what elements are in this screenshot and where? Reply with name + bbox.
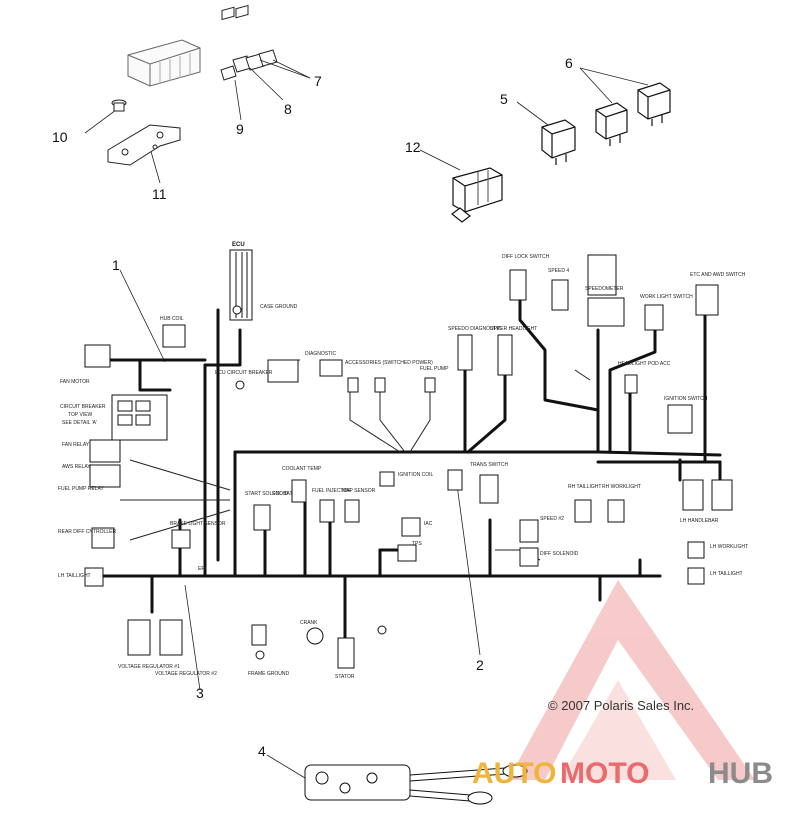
label-rh-taillight: RH TAILLIGHT [568, 484, 601, 490]
label-see-detail: SEE DETAIL 'A' [62, 420, 97, 426]
callout-1: 1 [112, 257, 120, 273]
label-coolant-temp: COOLANT TEMP [282, 466, 322, 472]
relay-12 [451, 167, 503, 223]
relay-5 [541, 119, 576, 165]
connectors [84, 249, 733, 669]
label-crank: CRANK [300, 620, 318, 626]
callout-9: 9 [236, 121, 244, 137]
callout-2: 2 [476, 657, 484, 673]
bolt [111, 99, 127, 112]
label-trans-switch: TRANS SWITCH [470, 462, 508, 468]
label-fuel-injector: FUEL INJECTOR [312, 488, 351, 494]
callout-7: 7 [314, 73, 322, 89]
callout-12: 12 [405, 139, 421, 155]
label-hub-coil: HUB COIL [160, 316, 184, 322]
label-diff-lock-switch: DIFF LOCK SWITCH [502, 254, 550, 260]
label-tps: TPS [412, 541, 422, 547]
label-fuel-pump-relay: FUEL PUMP RELAY [58, 486, 104, 492]
label-ignition-coil: IGNITION COIL [398, 472, 434, 478]
callout-3: 3 [196, 685, 204, 701]
label-ignition-switch: IGNITION SWITCH [664, 396, 708, 402]
callout-10: 10 [52, 129, 68, 145]
label-sol-bat: SOL BAT [272, 491, 293, 497]
label-work-light-switch: WORK LIGHT SWITCH [640, 294, 693, 300]
label-efi: EFI [198, 566, 206, 572]
label-rear-diff: REAR DIFF CNTROLLER [58, 529, 116, 535]
component-labels: ECU HUB COIL FAN MOTOR CIRCUIT BREAKER T… [58, 242, 748, 680]
label-voltage-regulator-2: VOLTAGE REGULATOR #2 [155, 671, 217, 677]
label-fuel-pump: FUEL PUMP [420, 366, 449, 372]
label-diff-solenoid: DIFF SOLENOID [540, 551, 579, 557]
label-fan-relay: FAN RELAY [62, 442, 90, 448]
label-speed-2: SPEED #2 [540, 516, 564, 522]
relay-6b [637, 82, 671, 126]
label-ecu: ECU [232, 242, 245, 248]
label-brake-light-sensor: BRAKE LIGHT SENSOR [170, 521, 226, 527]
label-speedometer: SPEEDOMETER [585, 286, 624, 292]
label-upper-headlight: UPPER HEADLIGHT [490, 326, 537, 332]
label-rh-worklight: RH WORKLIGHT [602, 484, 641, 490]
label-top-view: TOP VIEW [68, 412, 93, 418]
label-iac: IAC [424, 521, 433, 527]
label-ecu-breaker: ECU CIRCUIT BREAKER [215, 370, 273, 376]
label-lh-handlebar: LH HANDLEBAR [680, 518, 719, 524]
label-fan-motor: FAN MOTOR [60, 379, 90, 385]
copyright-text: © 2007 Polaris Sales Inc. [548, 698, 694, 713]
fuse-block [127, 39, 201, 87]
wire-harness [98, 298, 722, 642]
watermark-auto: AUTO [472, 757, 556, 790]
callout-numbers: 1 2 3 4 5 6 7 8 9 10 11 12 [52, 55, 573, 759]
watermark-hub: HUB [708, 757, 773, 790]
label-etc-awd-switch: ETC AND AWD SWITCH [690, 272, 746, 278]
callout-4: 4 [258, 743, 266, 759]
mounting-bracket [107, 124, 181, 166]
label-diagnostic: DIAGNOSTIC [305, 351, 337, 357]
label-aws-relay: AWS RELAY [62, 464, 91, 470]
label-lh-taillight-2: LH TAILLIGHT [710, 571, 743, 577]
label-frame-ground: FRAME GROUND [248, 671, 290, 677]
terminals [232, 305, 387, 660]
label-stator: STATOR [335, 674, 355, 680]
callout-11: 11 [152, 186, 167, 202]
watermark-moto: MOTO [560, 757, 649, 790]
watermark-logo-triangle [508, 580, 755, 780]
watermark-text: AUTO MOTO HUB [472, 757, 773, 790]
callout-5: 5 [500, 91, 508, 107]
label-start-solenoid: START SOLENOID [245, 491, 288, 497]
relay-6a [595, 102, 628, 146]
label-speedo-diagnostic: SPEEDO DIAGNOSTIC [448, 326, 502, 332]
label-voltage-regulator-1: VOLTAGE REGULATOR #1 [118, 664, 180, 670]
label-case-ground: CASE GROUND [260, 304, 298, 310]
fuse-set [220, 4, 278, 81]
label-headlight-pod-acc: HEADLIGHT POD ACC [618, 361, 671, 367]
callout-leaders-top [84, 59, 649, 779]
callout-6: 6 [565, 55, 573, 71]
battery-cable [304, 764, 528, 805]
label-lh-taillight: LH TAILLIGHT [58, 573, 91, 579]
label-lh-worklight: LH WORKLIGHT [710, 544, 748, 550]
label-speed-4: SPEED 4 [548, 268, 569, 274]
label-circuit-breaker: CIRCUIT BREAKER [60, 404, 106, 410]
callout-8: 8 [284, 101, 292, 117]
label-accessories: ACCESSORIES (SWITCHED POWER) [345, 360, 433, 366]
label-map-sensor: MAP SENSOR [342, 488, 376, 494]
